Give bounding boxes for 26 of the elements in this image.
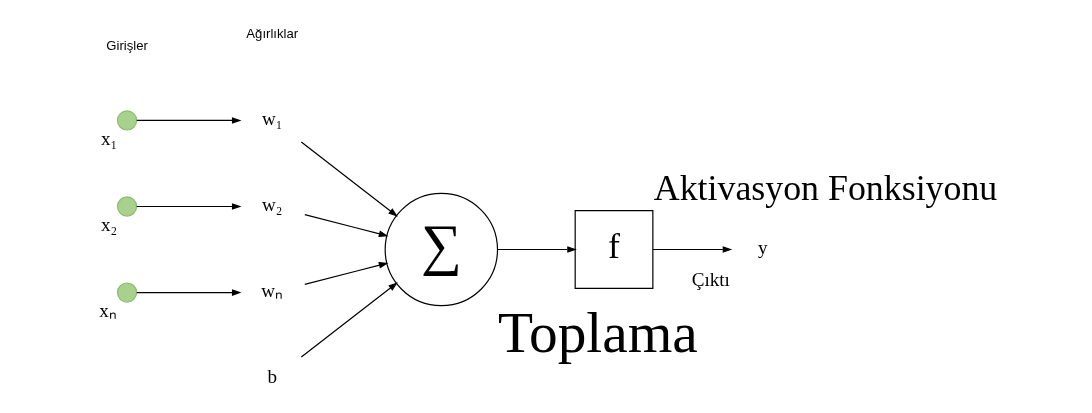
- node-circle: [116, 282, 137, 303]
- node-text: w₁: [261, 108, 282, 129]
- label: Ağırlıklar: [245, 25, 298, 41]
- node-label: x₂: [100, 214, 117, 236]
- arrow: [300, 282, 398, 358]
- arrow: [135, 117, 242, 124]
- label: Girişler: [105, 37, 148, 53]
- arrow: [300, 141, 398, 217]
- node-text: y: [757, 237, 768, 259]
- node-circle: [116, 196, 137, 217]
- node-circle: [116, 110, 137, 131]
- node-text: b: [266, 366, 277, 388]
- node-text: wₙ: [260, 280, 283, 302]
- node-label: Toplama: [497, 300, 698, 364]
- arrow: [303, 262, 388, 286]
- arrow: [303, 214, 388, 237]
- arrow: [135, 289, 242, 296]
- node-text: w₂: [261, 194, 282, 216]
- arrow: [651, 246, 732, 253]
- node-label: x₁: [100, 128, 117, 150]
- node-label: Aktivasyon Fonksiyonu: [653, 167, 997, 208]
- node-label: xₙ: [98, 300, 117, 322]
- node-box: f: [574, 210, 653, 289]
- arrow: [135, 203, 242, 210]
- node-label: Çıktı: [691, 269, 730, 291]
- arrow: [496, 246, 577, 253]
